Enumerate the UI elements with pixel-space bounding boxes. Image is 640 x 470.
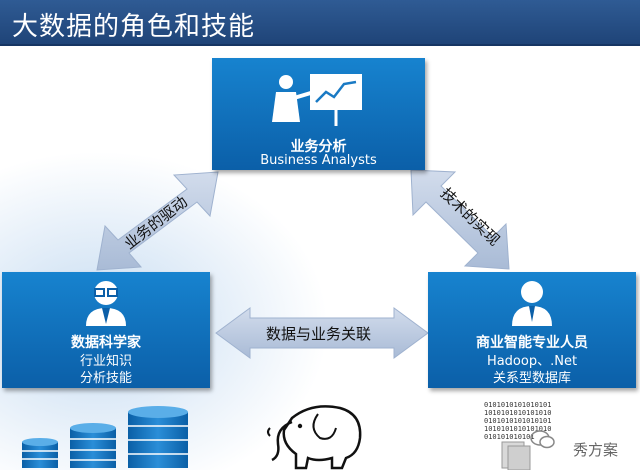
wechat-icon [530,430,555,449]
binary-line: 1010101010101010 [484,425,552,433]
node-data-scientist: 数据科学家 行业知识 分析技能 [2,272,210,388]
binary-code-decoration: 0101010101010101 1010101010101010 010101… [484,401,570,441]
bi-professional-line1: Hadoop、.Net [486,354,578,369]
bi-professional-title: 商业智能专业人员 [476,335,588,351]
arrow-right [410,169,510,270]
node-business-analysts: 业务分析 Business Analysts [212,58,425,170]
binary-line: 1010101010101010 [484,409,552,417]
page-title: 大数据的角色和技能 [12,12,256,42]
arrow-left [96,171,219,271]
data-scientist-line1: 行业知识 [79,354,132,369]
binary-line: 0101010101010101 [484,401,552,409]
scientist-icon [86,281,126,326]
data-scientist-title: 数据科学家 [71,335,141,351]
node-bi-professional: 商业智能专业人员 Hadoop、.Net 关系型数据库 [428,272,636,388]
businessman-icon [512,281,552,326]
business-analysts-title: 业务分析 [290,139,347,155]
binary-line: 010101010101 [484,433,535,441]
data-scientist-line2: 分析技能 [79,371,132,386]
database-icon [22,406,188,468]
watermark-text: 秀方案 [572,441,618,459]
binary-line: 0101010101010101 [484,417,552,425]
hadoop-elephant-icon [267,405,362,470]
presenter-icon [272,74,362,126]
bi-professional-line2: 关系型数据库 [492,371,571,386]
title-bar: 大数据的角色和技能 [0,0,640,46]
document-stack-icon [501,441,531,470]
edge-label-bottom: 数据与业务关联 [266,325,372,343]
business-analysts-subtitle: Business Analysts [260,153,377,168]
